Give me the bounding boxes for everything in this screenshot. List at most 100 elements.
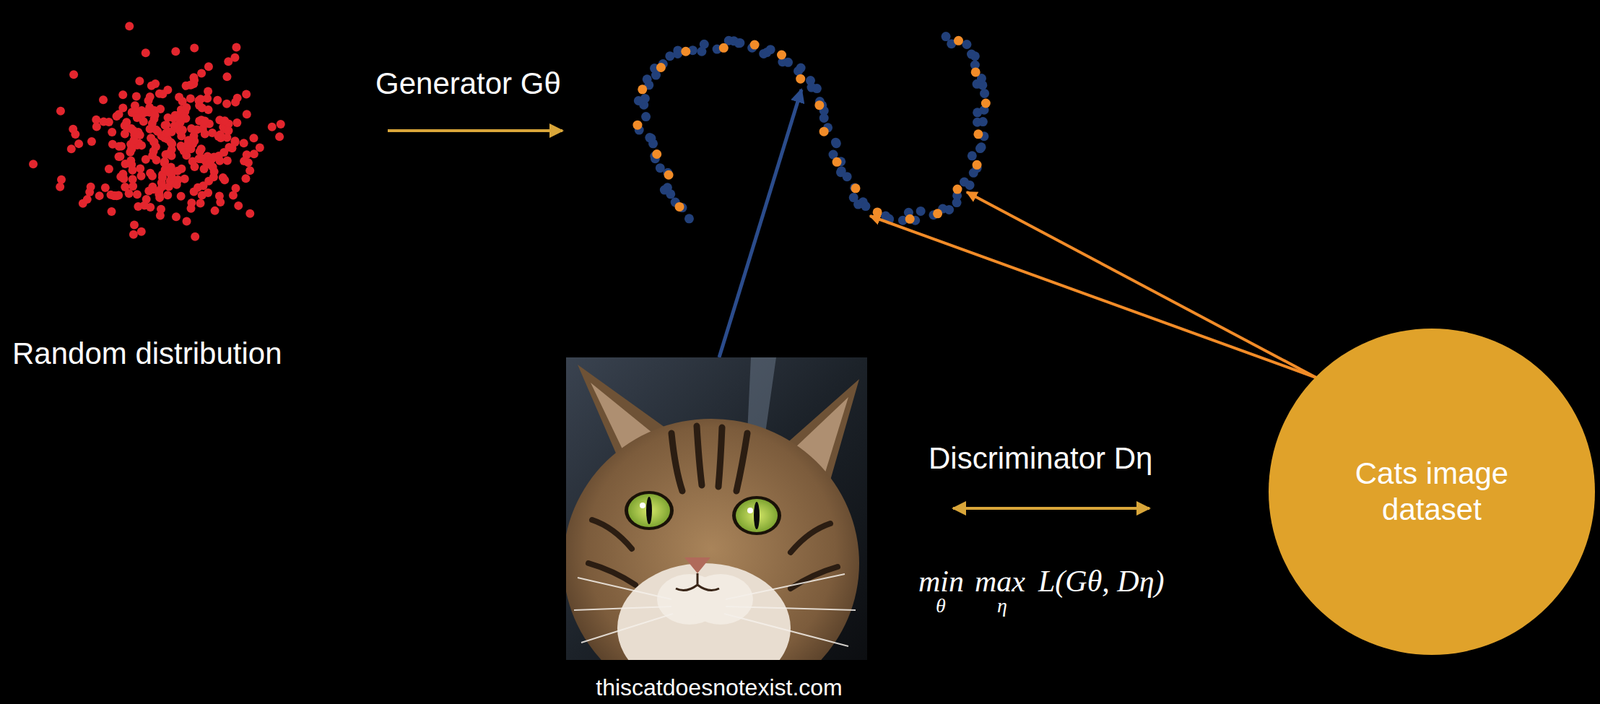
random-point	[155, 193, 164, 203]
generated-point	[766, 44, 776, 55]
dataset-circle: Cats image dataset	[1268, 328, 1595, 655]
random-point	[190, 162, 200, 172]
random-point	[249, 133, 258, 143]
random-point	[171, 212, 181, 221]
random-point	[87, 137, 97, 146]
random-point	[120, 159, 130, 169]
random-point	[104, 164, 114, 174]
random-point	[245, 209, 255, 219]
random-point	[92, 122, 102, 131]
objective-loss: L(Gθ, Dη)	[1038, 563, 1164, 599]
random-point	[222, 72, 232, 81]
random-point	[85, 187, 94, 197]
generated-point	[842, 171, 852, 182]
random-point	[163, 85, 172, 94]
real-point	[819, 127, 829, 137]
random-point	[184, 135, 193, 145]
random-point	[142, 194, 151, 204]
random-point	[55, 182, 65, 192]
generated-point	[644, 132, 655, 143]
manifold-guide	[640, 35, 983, 218]
random-point	[128, 166, 138, 175]
random-point	[165, 168, 175, 177]
random-point	[114, 109, 124, 119]
random-point	[163, 190, 172, 200]
node-label: Cats image dataset	[1330, 455, 1533, 529]
generator-label: Generator Gθ	[375, 66, 562, 102]
cat-image	[566, 357, 868, 660]
generated-point	[641, 111, 651, 122]
random-point	[125, 148, 135, 157]
random-point	[232, 118, 242, 128]
generated-point	[783, 57, 793, 68]
random-point	[180, 174, 190, 184]
generated-point	[944, 205, 954, 215]
random-point	[214, 132, 224, 141]
random-point	[215, 191, 224, 200]
real-point	[905, 214, 915, 224]
random-point	[69, 70, 78, 79]
random-point	[129, 220, 139, 229]
discriminator-arrow	[953, 506, 1150, 510]
objective-subscript: η	[997, 594, 1008, 618]
random-point	[203, 87, 213, 97]
random-point	[233, 93, 242, 103]
random-point	[146, 133, 156, 143]
real-point	[719, 43, 729, 53]
random-point	[195, 147, 205, 156]
random-point	[118, 90, 128, 99]
random-point	[186, 94, 195, 104]
random-point	[114, 142, 124, 151]
random-point	[231, 42, 241, 52]
random-point	[210, 206, 220, 216]
real-point	[814, 100, 824, 110]
real-point	[680, 46, 691, 57]
random-point	[189, 44, 199, 53]
real-point	[872, 207, 883, 217]
dataset-arrow	[966, 192, 1317, 378]
random-point	[95, 191, 104, 200]
random-point	[214, 151, 224, 161]
random-point	[147, 81, 156, 91]
random-point	[107, 127, 117, 137]
generated-point	[967, 150, 977, 161]
random-point	[204, 62, 213, 71]
random-point	[187, 124, 196, 133]
random-point	[182, 216, 192, 226]
random-point	[70, 129, 80, 139]
random-point	[267, 122, 277, 132]
objective-subscript: θ	[935, 594, 946, 618]
distribution-label: Random distribution	[12, 336, 283, 372]
random-point	[187, 198, 196, 208]
random-point	[203, 188, 213, 198]
image-credit: thiscatdoesnotexist.com	[595, 674, 843, 702]
random-point	[239, 138, 249, 148]
random-point	[233, 201, 243, 211]
random-point	[107, 207, 117, 216]
real-point	[651, 149, 662, 159]
random-point	[197, 68, 206, 78]
random-point	[241, 90, 251, 99]
random-point	[196, 94, 206, 104]
random-point	[57, 175, 66, 185]
random-point	[135, 76, 144, 86]
objective-max: max	[974, 563, 1026, 599]
random-point	[129, 230, 138, 239]
random-point	[137, 171, 146, 181]
generated-point	[684, 213, 694, 224]
random-point	[275, 132, 284, 141]
random-point	[155, 89, 164, 99]
random-point	[74, 139, 84, 149]
random-point	[120, 121, 130, 130]
real-point	[632, 120, 642, 130]
data-manifold	[632, 31, 990, 226]
random-point	[245, 166, 255, 175]
real-point	[981, 98, 991, 108]
random-point	[158, 173, 167, 182]
real-point	[973, 129, 983, 139]
random-point	[128, 174, 138, 184]
random-point	[244, 158, 253, 167]
random-point	[223, 156, 232, 166]
real-point	[972, 160, 982, 170]
generated-point	[916, 206, 926, 216]
